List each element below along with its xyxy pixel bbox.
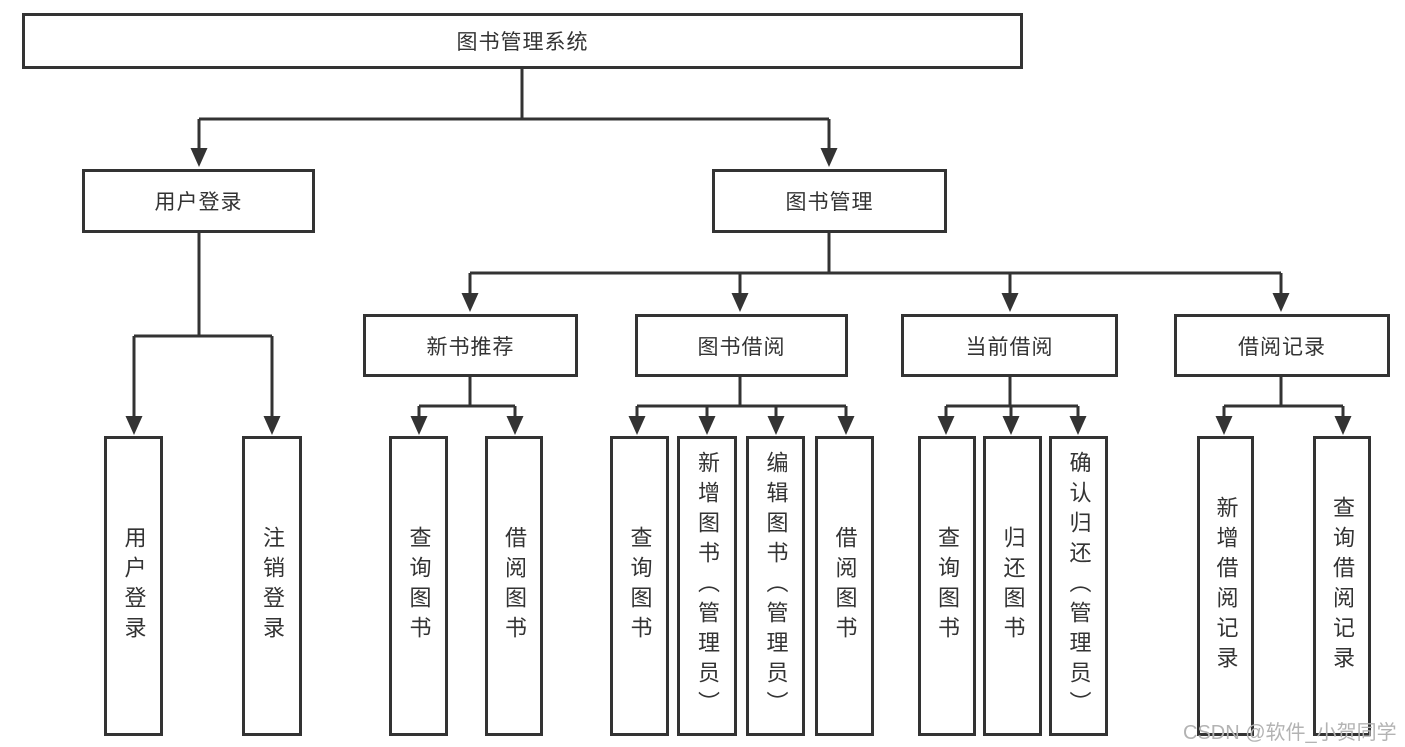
node-user-login-branch: 用户登录 [82,169,315,233]
node-current-borrowing: 当前借阅 [901,314,1118,377]
csdn-watermark: CSDN @软件_小贺同学 [1183,722,1397,744]
node-leaf-return-books: 归还图书 [983,436,1042,736]
node-new-book-recommend: 新书推荐 [363,314,578,377]
node-leaf-query-books-2: 查询图书 [610,436,669,736]
node-leaf-query-books-1: 查询图书 [389,436,448,736]
node-leaf-edit-book-admin: 编辑图书（管理员） [746,436,805,736]
node-leaf-borrow-books-1: 借阅图书 [485,436,543,736]
node-book-management-branch: 图书管理 [712,169,947,233]
node-leaf-confirm-return-admin: 确认归还（管理员） [1049,436,1108,736]
node-leaf-add-borrow-record: 新增借阅记录 [1197,436,1254,736]
node-leaf-user-login: 用户登录 [104,436,163,736]
node-book-borrowing: 图书借阅 [635,314,848,377]
node-leaf-borrow-books-2: 借阅图书 [815,436,874,736]
node-leaf-add-book-admin: 新增图书（管理员） [677,436,737,736]
node-borrowing-records: 借阅记录 [1174,314,1390,377]
node-root-library-system: 图书管理系统 [22,13,1023,69]
node-leaf-logout: 注销登录 [242,436,302,736]
node-leaf-query-borrow-record: 查询借阅记录 [1313,436,1371,736]
node-leaf-query-books-3: 查询图书 [918,436,976,736]
